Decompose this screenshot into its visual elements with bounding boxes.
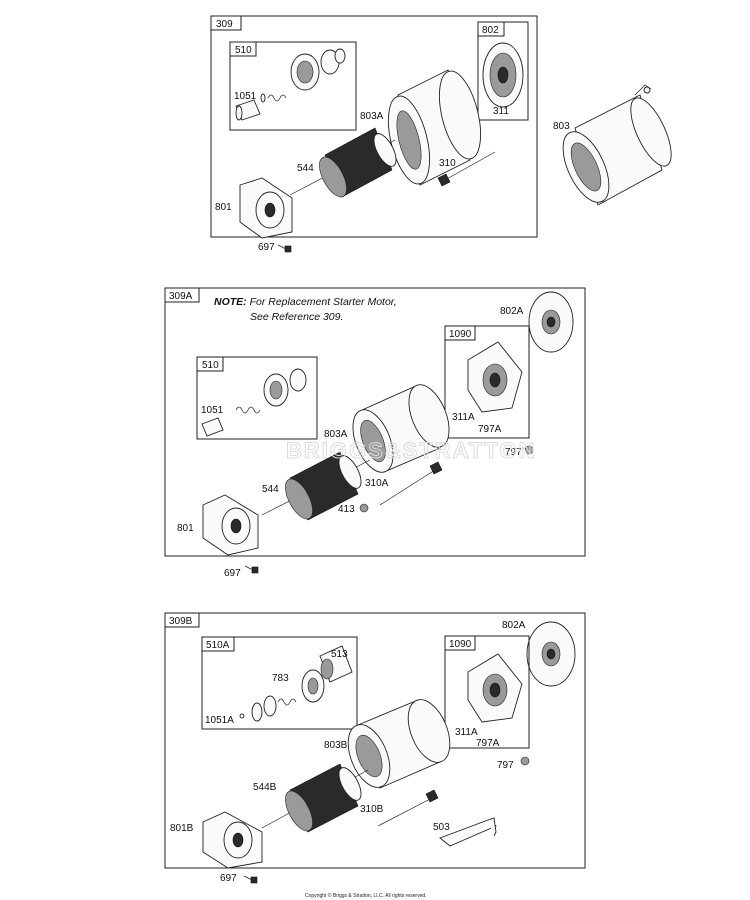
thru-bolt-310B xyxy=(377,789,439,827)
group-1090-label: 1090 xyxy=(449,639,472,650)
label-544B: 544B xyxy=(253,782,277,793)
label-801: 801 xyxy=(215,202,232,213)
group-510A-frame xyxy=(201,636,358,730)
sleeve-part xyxy=(235,99,261,121)
brush-holder-assembly xyxy=(467,341,523,413)
screw-697 xyxy=(244,565,259,574)
pinion-drive-parts xyxy=(201,368,307,437)
motor-housing-803A xyxy=(387,69,482,186)
nut-797 xyxy=(520,756,530,766)
label-797: 797 xyxy=(505,447,522,458)
group-1090-frame xyxy=(444,325,530,439)
label-513: 513 xyxy=(331,649,348,660)
nut-413 xyxy=(359,503,369,513)
label-801B: 801B xyxy=(170,823,194,834)
screw-697 xyxy=(243,875,258,884)
label-310A: 310A xyxy=(365,478,389,489)
assembly-309A-frame xyxy=(164,287,586,557)
label-311A: 311A xyxy=(455,727,478,738)
group-510-tag xyxy=(229,41,257,57)
label-697: 697 xyxy=(258,242,275,253)
label-803: 803 xyxy=(553,121,570,132)
label-697: 697 xyxy=(224,568,241,579)
end-cap-802A xyxy=(526,621,576,687)
end-cap-802A xyxy=(528,291,574,353)
spring-part xyxy=(260,93,287,103)
pinion-gear-part xyxy=(290,48,346,91)
group-510-frame xyxy=(229,41,357,131)
group-1090-tag xyxy=(444,325,476,341)
screw-697 xyxy=(277,244,292,253)
label-1051: 1051 xyxy=(201,405,224,416)
group-510-label: 510 xyxy=(235,45,252,56)
motor-housing-803A xyxy=(352,384,450,473)
group-802-tag xyxy=(477,21,505,37)
watermark: BRIGGS&STRATTON xyxy=(286,438,536,463)
replacement-note-line1: NOTE: For Replacement Starter Motor, xyxy=(214,296,397,308)
assembly-309B-label: 309B xyxy=(169,616,193,627)
group-510-frame xyxy=(196,356,318,440)
label-544: 544 xyxy=(262,484,279,495)
label-310B: 310B xyxy=(360,804,384,815)
group-510A-label: 510A xyxy=(206,640,230,651)
label-802: 802 xyxy=(482,25,499,36)
armature-544 xyxy=(261,451,371,521)
drive-end-plate-801B xyxy=(202,811,263,869)
armature-544B xyxy=(261,763,369,833)
thru-bolt-310 xyxy=(437,151,496,187)
note-bold: NOTE: xyxy=(214,296,247,308)
label-797: 797 xyxy=(497,760,514,771)
assembly-309A: 309A NOTE: For Replacement Starter Motor… xyxy=(164,287,586,579)
group-1090-label: 1090 xyxy=(449,329,472,340)
replacement-note-line2: See Reference 309. xyxy=(250,311,343,323)
label-802A: 802A xyxy=(502,620,526,631)
group-1090-frame xyxy=(444,635,530,749)
label-311: 311 xyxy=(493,106,509,117)
drive-end-plate-801 xyxy=(239,177,293,239)
copyright-notice: Copyright © Briggs & Stratton, LLC. All … xyxy=(305,892,427,899)
label-797A: 797A xyxy=(476,738,500,749)
nut-797 xyxy=(524,445,534,455)
label-803A: 803A xyxy=(324,429,348,440)
end-cap-brush-plate xyxy=(482,42,524,108)
label-310: 310 xyxy=(439,158,456,169)
note-text: For Replacement Starter Motor, xyxy=(247,296,397,308)
assembly-309B-tag xyxy=(164,612,200,628)
thru-bolt-310A xyxy=(379,461,443,506)
label-802A: 802A xyxy=(500,306,524,317)
assembly-309A-tag xyxy=(164,287,200,303)
label-311A: 311A xyxy=(452,412,475,423)
brush-holder-assembly xyxy=(467,653,523,723)
assembly-309B: 309B 510A 513 783 1051A 802A 1090 xyxy=(164,612,586,884)
label-783: 783 xyxy=(272,673,289,684)
label-797A: 797A xyxy=(478,424,502,435)
assembly-309-tag xyxy=(210,15,242,31)
label-803B: 803B xyxy=(324,740,348,751)
bracket-503 xyxy=(439,817,497,847)
label-697: 697 xyxy=(220,873,237,884)
group-510-tag xyxy=(196,356,224,372)
label-801: 801 xyxy=(177,523,194,534)
label-1051A: 1051A xyxy=(205,715,234,726)
label-544: 544 xyxy=(297,163,314,174)
drive-end-plate-801 xyxy=(202,494,259,556)
label-503: 503 xyxy=(433,822,450,833)
housing-803-standalone xyxy=(562,84,672,206)
group-510-label: 510 xyxy=(202,360,219,371)
group-510A-tag xyxy=(201,636,235,652)
assembly-309: 309 510 1051 802 311 xyxy=(210,15,538,253)
motor-housing-803B xyxy=(347,699,451,789)
armature-544 xyxy=(289,127,397,198)
assembly-309-label: 309 xyxy=(216,19,233,30)
assembly-309-frame xyxy=(210,15,538,238)
assembly-309A-label: 309A xyxy=(169,291,193,302)
pinion-drive-parts xyxy=(239,645,353,722)
label-1051: 1051 xyxy=(234,91,257,102)
group-1090-tag xyxy=(444,635,476,651)
label-413: 413 xyxy=(338,504,355,515)
label-803A: 803A xyxy=(360,111,384,122)
assembly-309B-frame xyxy=(164,612,586,869)
